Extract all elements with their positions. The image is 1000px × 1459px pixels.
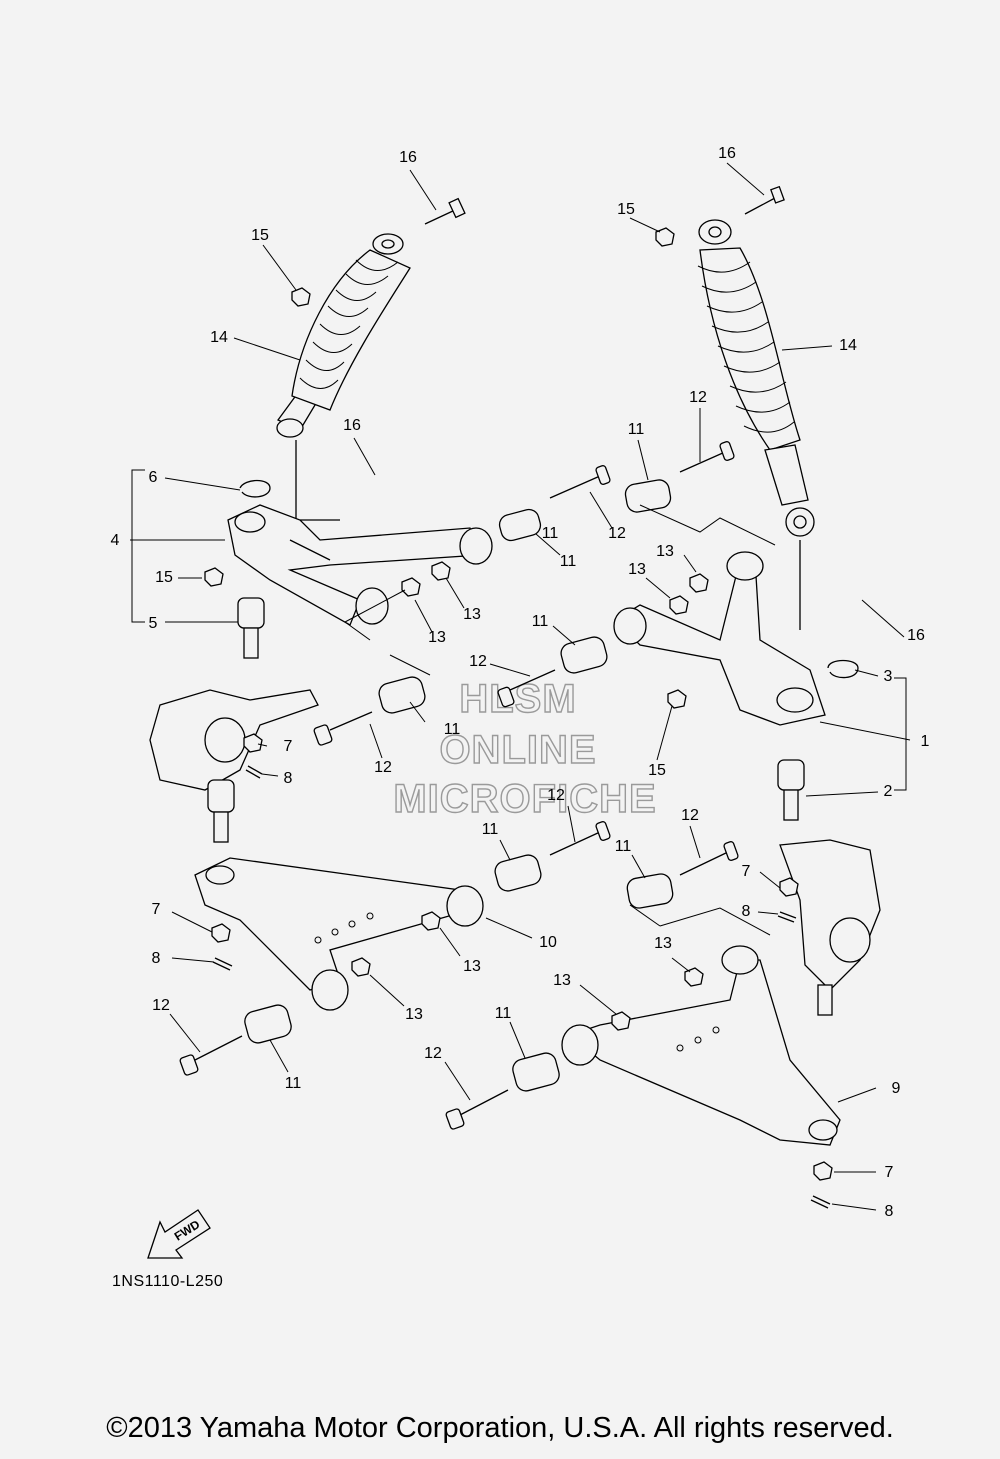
callout-label: 8 [885, 1203, 894, 1220]
upper-right-arm [613, 551, 826, 726]
callout-label: 13 [656, 543, 674, 560]
upper-right-ball-joint [777, 759, 805, 821]
callout-label: 13 [654, 935, 672, 952]
callout-label: 15 [251, 227, 269, 244]
watermark-line1: HLSM [459, 677, 576, 721]
nuts [204, 561, 833, 1181]
callout-label: 12 [689, 389, 707, 406]
right-knuckle [779, 839, 881, 1016]
bushings [244, 479, 674, 1092]
cotter-pins [212, 765, 831, 1209]
callout-label: 11 [560, 553, 577, 570]
lower-left-arm [194, 857, 484, 1011]
callout-label: 12 [424, 1045, 442, 1062]
callout-label: 12 [374, 759, 392, 776]
callout-label: 14 [210, 329, 228, 346]
callout-label: 13 [628, 561, 646, 578]
callout-label: 11 [482, 821, 499, 838]
callout-label: 9 [892, 1080, 901, 1097]
callout-label: 16 [399, 149, 417, 166]
callout-label: 11 [285, 1075, 302, 1092]
callout-label: 12 [469, 653, 487, 670]
left-knuckle [149, 689, 319, 843]
left-shock-upper-nut [291, 287, 311, 307]
upper-left-arm-clip [239, 479, 271, 498]
callout-label: 11 [542, 525, 559, 542]
callout-label: 13 [463, 606, 481, 623]
watermark-line2: ONLINE [439, 728, 596, 772]
watermark-line3: MICROFICHE [393, 777, 656, 821]
callout-label: 8 [742, 903, 751, 920]
grouping-outlines [344, 504, 776, 936]
right-shock-upper-bolt [744, 185, 785, 215]
lower-right-arm [561, 945, 841, 1146]
copyright-notice: ©2013 Yamaha Motor Corporation, U.S.A. A… [106, 1412, 894, 1444]
callout-label: 15 [155, 569, 173, 586]
diagram-code: 1NS1110-L250 [112, 1273, 224, 1290]
callout-label: 2 [884, 783, 893, 800]
callout-label: 12 [608, 525, 626, 542]
upper-left-ball-joint [237, 597, 265, 659]
callout-label: 7 [284, 738, 293, 755]
callout-label: 10 [539, 934, 557, 951]
callout-label: 7 [885, 1164, 894, 1181]
callout-label: 11 [628, 421, 645, 438]
callout-label: 1 [921, 733, 930, 750]
callout-label: 3 [884, 668, 893, 685]
callout-label: 13 [405, 1006, 423, 1023]
callout-label: 16 [343, 417, 361, 434]
right-shock-absorber [697, 219, 815, 630]
upper-right-arm-clip [827, 659, 859, 679]
fwd-arrow-icon: FWD [147, 1209, 211, 1259]
callout-label: 13 [553, 972, 571, 989]
left-shock-absorber [276, 233, 411, 520]
callout-label: 8 [152, 950, 161, 967]
right-shock-upper-nut [655, 227, 675, 247]
callout-label: 13 [428, 629, 446, 646]
pivot-bolts [179, 441, 739, 1130]
callout-label: 12 [681, 807, 699, 824]
callouts: 16 15 14 16 15 14 12 11 16 6 4 15 5 12 1… [111, 145, 930, 1220]
callout-label: 11 [444, 721, 461, 738]
callout-label: 13 [463, 958, 481, 975]
upper-left-arm [227, 504, 493, 626]
callout-label: 15 [648, 762, 666, 779]
watermark: HLSM ONLINE MICROFICHE [393, 676, 657, 821]
callout-label: 11 [532, 613, 549, 630]
callout-label: 4 [111, 532, 120, 549]
leader-lines [130, 162, 911, 1211]
callout-label: 7 [152, 901, 161, 918]
callout-label: 11 [495, 1005, 512, 1022]
callout-label: 12 [547, 787, 565, 804]
left-shock-upper-bolt [424, 197, 466, 225]
callout-label: 12 [152, 997, 170, 1014]
callout-label: 7 [742, 863, 751, 880]
callout-label: 8 [284, 770, 293, 787]
callout-label: 16 [907, 627, 925, 644]
callout-label: 16 [718, 145, 736, 162]
callout-label: 6 [149, 469, 158, 486]
callout-label: 11 [615, 838, 632, 855]
callout-label: 5 [149, 615, 158, 632]
callout-label: 15 [617, 201, 635, 218]
callout-label: 14 [839, 337, 857, 354]
